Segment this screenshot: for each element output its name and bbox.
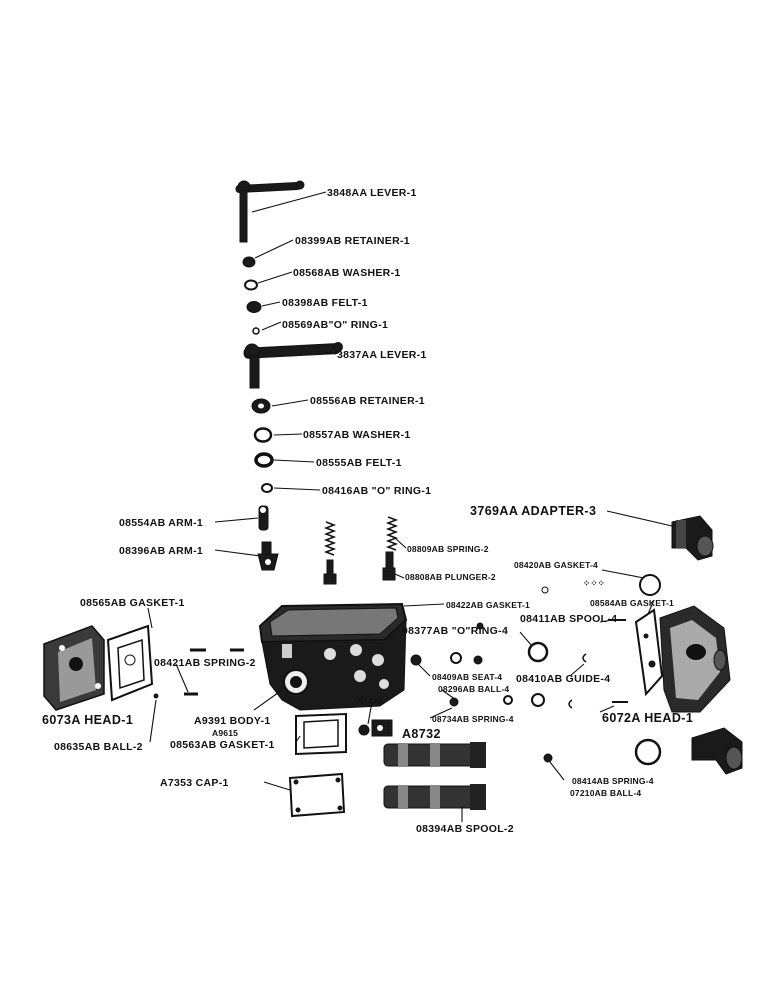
gasket-08563-part [295, 712, 347, 756]
label-washer-08557: 08557AB WASHER-1 [303, 429, 411, 441]
spool-08394-parts [383, 742, 486, 810]
label-spring-08734: 08734AB SPRING-4 [432, 714, 514, 724]
label-head-6073: 6073A HEAD-1 [42, 713, 133, 727]
oring-08569-part [252, 327, 260, 335]
label-body-a9391: A9391 BODY-1 [194, 715, 271, 727]
oring-08416-part [261, 483, 273, 493]
label-ball-08296: 08296AB BALL-4 [438, 684, 509, 694]
cap-a7353-part [288, 772, 346, 818]
lever-3837-part [243, 342, 343, 389]
label-washer-08568: 08568AB WASHER-1 [293, 267, 401, 279]
fitting-a8732-part [358, 719, 393, 737]
spring-08421-parts [184, 648, 244, 696]
label-ball-07210: 07210AB BALL-4 [570, 788, 641, 798]
gasket-08420-part [639, 574, 661, 596]
label-oring-08569: 08569AB"O" RING-1 [282, 319, 388, 331]
label-oring-08416: 08416AB "O" RING-1 [322, 485, 431, 497]
label-spring-08414: 08414AB SPRING-4 [572, 776, 654, 786]
gasket-08565-part [106, 624, 154, 702]
label-arm-08554: 08554AB ARM-1 [119, 517, 203, 529]
label-retainer-08556: 08556AB RETAINER-1 [310, 395, 425, 407]
label-adapter-3769: 3769AA ADAPTER-3 [470, 504, 596, 518]
spring-08809-parts [323, 516, 399, 556]
label-gasket-08422: 08422AB GASKET-1 [446, 600, 530, 610]
label-spring-08809: 08809AB SPRING-2 [407, 544, 489, 554]
gasket-08584-part [634, 608, 664, 697]
adapter-lower-part [691, 727, 743, 775]
retainer-08399-part [242, 256, 256, 268]
label-gasket-08420: 08420AB GASKET-4 [514, 560, 598, 570]
arm-08554-part [258, 505, 269, 531]
part-code-marks: ⁘⁘⁘ [583, 578, 605, 588]
head-6072-part [659, 605, 731, 713]
plunger-08808-parts [323, 551, 396, 585]
leader-lines [147, 191, 673, 822]
label-plunger-08808: 08808AB PLUNGER-2 [405, 572, 496, 582]
label-gasket-08584: 08584AB GASKET-1 [590, 598, 674, 608]
label-seat-08409: 08409AB SEAT-4 [432, 672, 502, 682]
label-part-a8732: A8732 [402, 727, 441, 741]
label-gasket-08563: 08563AB GASKET-1 [170, 739, 275, 751]
ball-08635-part [153, 693, 159, 699]
label-lever-3848: 3848AA LEVER-1 [327, 187, 417, 199]
label-retainer-08399: 08399AB RETAINER-1 [295, 235, 410, 247]
felt-08398-part [246, 301, 262, 313]
label-part-a9615: A9615 [212, 728, 238, 738]
label-spool-08394: 08394AB SPOOL-2 [416, 823, 514, 835]
label-guide-08410: 08410AB GUIDE-4 [516, 673, 610, 685]
label-spring-08421: 08421AB SPRING-2 [154, 657, 256, 669]
label-spool-08411: 08411AB SPOOL-4 [520, 613, 617, 625]
valve-small-parts [410, 586, 662, 766]
washer-08568-part [244, 279, 258, 291]
label-arm-08396: 08396AB ARM-1 [119, 545, 203, 557]
felt-08555-part [254, 452, 274, 468]
retainer-08556-hole [258, 403, 264, 409]
label-part-a7478: A7478 [357, 696, 383, 706]
label-felt-08555: 08555AB FELT-1 [316, 457, 402, 469]
label-oring-08377: 08377AB "O"RING-4 [402, 625, 508, 637]
part-labels: 3848AA LEVER-1 08399AB RETAINER-1 08568A… [42, 187, 693, 835]
washer-08557-part [253, 427, 273, 443]
label-gasket-08565: 08565AB GASKET-1 [80, 597, 185, 609]
adapter-3769-part [671, 515, 714, 561]
label-ball-08635: 08635AB BALL-2 [54, 741, 143, 753]
head-6073-part [43, 625, 105, 711]
label-cap-a7353: A7353 CAP-1 [160, 777, 229, 789]
lever-3848-part [235, 180, 305, 243]
body-a9391-part [258, 602, 408, 711]
label-lever-3837: 3837AA LEVER-1 [337, 349, 427, 361]
arm-08396-part [257, 541, 279, 571]
label-head-6072: 6072A HEAD-1 [602, 711, 693, 725]
label-felt-08398: 08398AB FELT-1 [282, 297, 368, 309]
